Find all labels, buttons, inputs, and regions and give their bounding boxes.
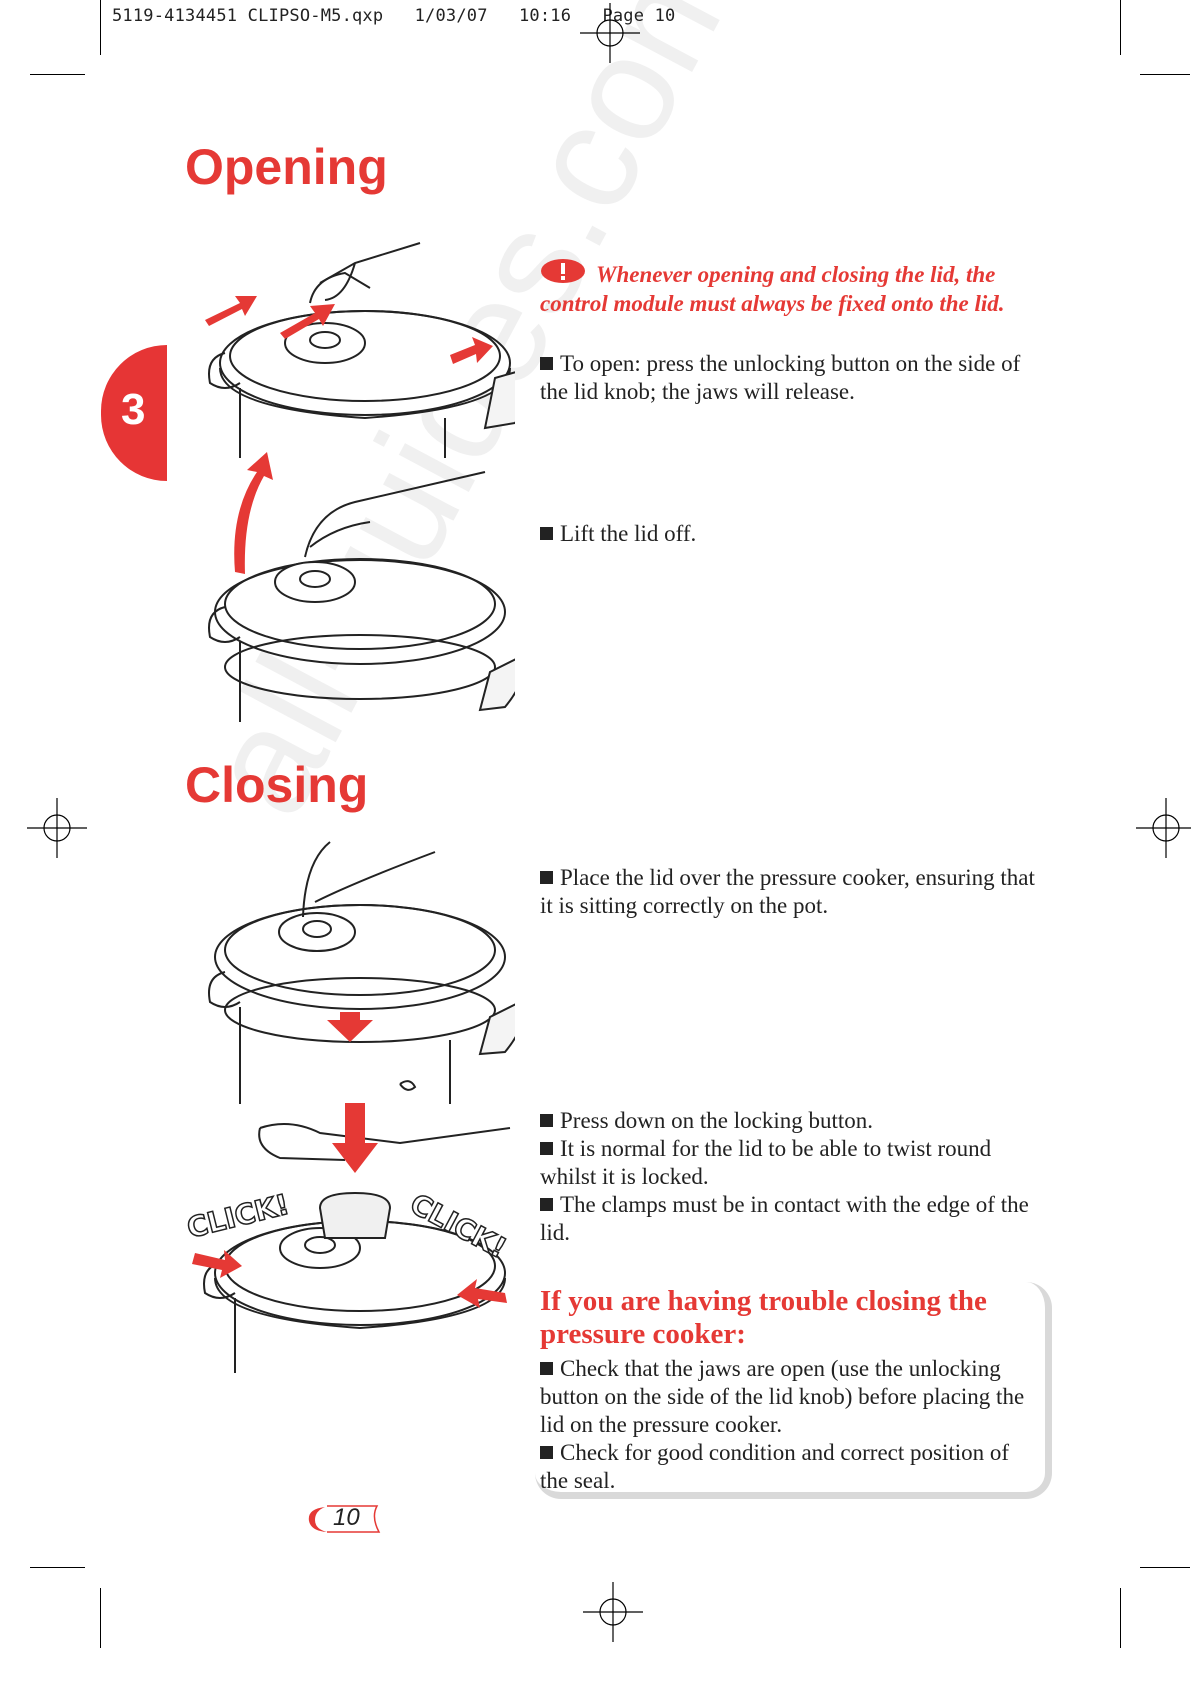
print-slug: 5119-4134451 CLIPSO-M5.qxp 1/03/07 10:16… <box>112 6 676 26</box>
step-text: It is normal for the lid to be able to t… <box>540 1136 992 1189</box>
trouble-box <box>535 1282 1052 1499</box>
bullet <box>540 1446 553 1459</box>
illustration-place-lid <box>208 841 515 1104</box>
crop-mark <box>30 74 85 75</box>
page-number: 10 <box>305 1503 381 1535</box>
bullet <box>540 527 553 540</box>
closing-heading: Closing <box>185 757 369 813</box>
chapter-number: 3 <box>121 385 146 434</box>
warning-text: Whenever opening and closing the lid, th… <box>540 262 1005 316</box>
warning-icon <box>541 259 585 283</box>
step-text: Lift the lid off. <box>560 521 697 546</box>
bullet <box>540 357 553 370</box>
crop-mark <box>1120 0 1121 55</box>
trouble-body: Check that the jaws are open (use the un… <box>540 1355 1035 1495</box>
chapter-tab: 3 <box>101 345 167 481</box>
opening-step-2: Lift the lid off. <box>540 520 1040 548</box>
bullet <box>540 1198 553 1211</box>
crop-mark <box>1140 1567 1190 1568</box>
page-number-text: 10 <box>333 1504 360 1531</box>
closing-step-1: Place the lid over the pressure cooker, … <box>540 864 1040 920</box>
closing-step-2: Press down on the locking button. It is … <box>540 1107 1040 1247</box>
crop-mark <box>100 1588 101 1648</box>
opening-step-1: To open: press the unlocking button on t… <box>540 350 1040 406</box>
trouble-title: If you are having trouble closing the pr… <box>540 1285 987 1350</box>
illustration-lock-lid: CLICK! CLICK! <box>183 1103 513 1373</box>
step-text: To open: press the unlocking button on t… <box>540 351 1021 404</box>
registration-mark-top <box>580 3 640 63</box>
crop-mark <box>1140 74 1190 75</box>
crop-mark <box>1120 1588 1121 1648</box>
registration-mark-left <box>27 798 87 858</box>
illustration-lift-lid <box>208 452 515 722</box>
bullet <box>540 871 553 884</box>
opening-heading: Opening <box>185 139 388 195</box>
illustration-unlock-lid <box>205 242 515 458</box>
trouble-item: Check that the jaws are open (use the un… <box>540 1356 1025 1437</box>
registration-mark-bottom <box>583 1582 643 1642</box>
step-text: The clamps must be in contact with the e… <box>540 1192 1029 1245</box>
page-number-swoosh-icon <box>308 1505 381 1533</box>
bullet <box>540 1142 553 1155</box>
trouble-item: Check for good condition and correct pos… <box>540 1440 1010 1493</box>
step-text: Press down on the locking button. <box>560 1108 874 1133</box>
bullet <box>540 1362 553 1375</box>
registration-mark-right <box>1136 798 1191 858</box>
warning-note: Whenever opening and closing the lid, th… <box>540 258 1040 318</box>
crop-mark <box>100 0 101 55</box>
crop-mark <box>30 1567 85 1568</box>
bullet <box>540 1114 553 1127</box>
step-text: Place the lid over the pressure cooker, … <box>540 865 1035 918</box>
